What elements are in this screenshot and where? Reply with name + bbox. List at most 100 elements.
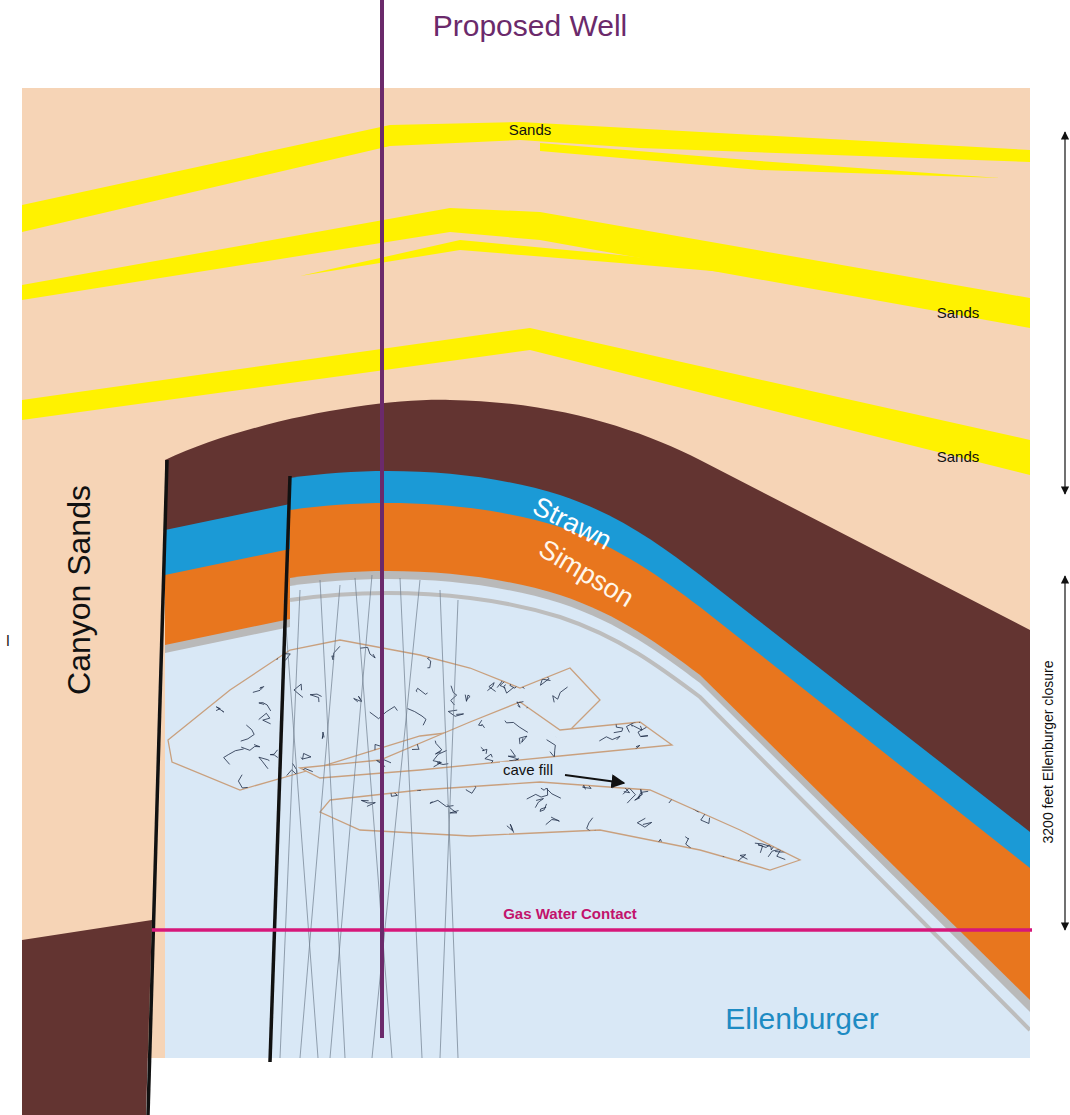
caprock-shale xyxy=(165,400,1030,1058)
crack xyxy=(510,680,525,688)
crack xyxy=(451,768,459,778)
crack xyxy=(637,818,651,827)
crack xyxy=(455,761,471,769)
crack xyxy=(541,788,561,798)
crack xyxy=(185,657,195,665)
crack xyxy=(587,818,596,833)
canyon-ground xyxy=(22,88,1030,1058)
crack xyxy=(635,791,648,800)
well-path xyxy=(380,0,384,1038)
crack xyxy=(337,772,349,779)
crack xyxy=(427,655,433,668)
crack xyxy=(793,769,803,782)
crack xyxy=(479,663,498,673)
sand-lens xyxy=(540,143,1000,178)
fracture-line xyxy=(372,580,420,1058)
crack xyxy=(656,839,661,844)
crack xyxy=(372,776,379,782)
crack xyxy=(507,824,514,833)
crack xyxy=(224,749,244,764)
crack xyxy=(203,654,212,659)
crack xyxy=(458,841,470,848)
crack xyxy=(768,849,785,859)
crack xyxy=(238,775,250,793)
crack xyxy=(481,747,487,754)
crack xyxy=(547,735,559,740)
sand-label: Sands xyxy=(509,122,552,139)
crack xyxy=(623,788,635,803)
crack xyxy=(508,665,516,675)
crack xyxy=(585,735,592,747)
crack xyxy=(342,762,362,769)
crack xyxy=(518,848,528,860)
crack xyxy=(685,837,690,848)
crack xyxy=(737,855,748,863)
crack xyxy=(428,769,438,775)
crack xyxy=(540,677,550,685)
crack xyxy=(508,659,517,671)
crack xyxy=(290,728,301,738)
crack xyxy=(573,666,587,673)
crack xyxy=(241,745,260,751)
crack-group xyxy=(185,637,611,795)
crack xyxy=(481,648,492,651)
crack xyxy=(512,743,521,753)
crack xyxy=(216,707,224,712)
callout-label: cave fill xyxy=(500,762,556,779)
fracture-line xyxy=(400,578,422,1058)
crack xyxy=(571,659,585,666)
crack xyxy=(583,785,591,789)
crack xyxy=(508,749,519,761)
crack xyxy=(361,800,375,806)
dimension-arrow xyxy=(1064,576,1065,930)
crack xyxy=(527,700,541,708)
fracture-line xyxy=(320,580,345,1058)
crack xyxy=(517,702,524,708)
crack xyxy=(614,721,623,733)
crack xyxy=(669,797,684,803)
crack xyxy=(410,742,419,749)
crack xyxy=(447,805,458,813)
crack xyxy=(241,725,254,741)
crack xyxy=(466,786,476,793)
crack xyxy=(202,652,218,660)
sand-label: Sands xyxy=(937,305,980,322)
crack xyxy=(360,647,375,658)
fracture-line xyxy=(355,578,392,1058)
crack xyxy=(627,719,646,732)
downthrown-shale xyxy=(22,920,152,1115)
crack xyxy=(505,721,528,733)
crack xyxy=(514,659,527,666)
crack xyxy=(633,745,640,752)
gray-bed xyxy=(290,571,1030,1058)
crack xyxy=(504,685,514,693)
sand-bed xyxy=(22,208,1030,328)
crack xyxy=(644,703,652,711)
crack xyxy=(462,705,480,718)
crack xyxy=(310,694,321,702)
crack xyxy=(627,716,640,723)
crack xyxy=(467,649,481,659)
crack xyxy=(526,842,540,849)
crack xyxy=(328,733,341,742)
crack xyxy=(565,719,582,725)
crack xyxy=(270,750,278,758)
crack xyxy=(408,709,426,726)
crack xyxy=(416,762,424,769)
gas-water-contact-line xyxy=(152,928,1032,932)
fracture-lines xyxy=(280,575,458,1058)
well-title: Proposed Well xyxy=(433,9,628,42)
crack xyxy=(553,687,568,702)
fault-line xyxy=(148,460,167,1115)
crack xyxy=(540,804,546,812)
formation-label: Ellenburger xyxy=(725,1002,878,1035)
crack xyxy=(547,740,556,757)
crack xyxy=(612,784,629,792)
crack xyxy=(306,821,321,828)
crack xyxy=(332,646,340,660)
crack xyxy=(322,732,324,739)
dimension-label: 3200 feet Ellenburger closure xyxy=(1041,661,1056,844)
crack xyxy=(274,646,279,660)
crack xyxy=(324,709,340,725)
crack xyxy=(487,683,495,692)
